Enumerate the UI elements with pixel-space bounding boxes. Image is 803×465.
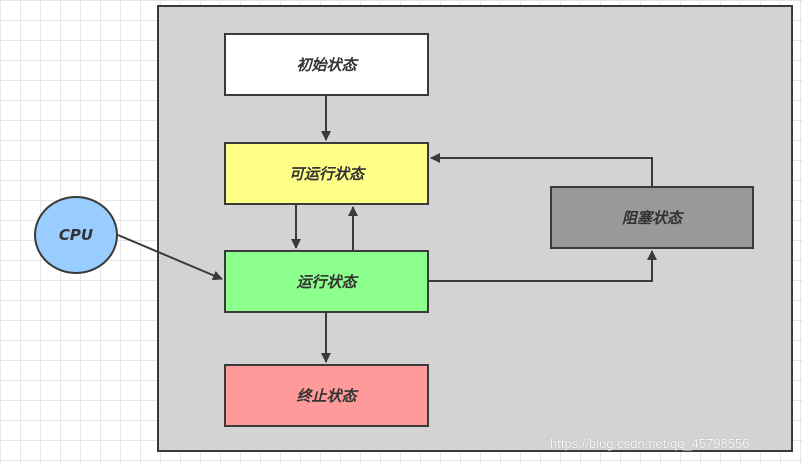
node-initial-state: 初始状态 xyxy=(224,33,429,96)
node-initial-label: 初始状态 xyxy=(296,56,357,74)
node-blocked-label: 阻塞状态 xyxy=(621,209,682,227)
watermark-url: https://blog.csdn.net/qq_45798556 xyxy=(550,436,750,451)
node-runnable-label: 可运行状态 xyxy=(288,165,364,183)
cpu-circle: CPU xyxy=(34,196,118,274)
node-runnable-state: 可运行状态 xyxy=(224,142,429,205)
node-terminated-state: 终止状态 xyxy=(224,364,429,427)
node-blocked-state: 阻塞状态 xyxy=(550,186,754,249)
node-terminated-label: 终止状态 xyxy=(296,387,357,405)
node-running-state: 运行状态 xyxy=(224,250,429,313)
cpu-label: CPU xyxy=(58,226,94,244)
node-running-label: 运行状态 xyxy=(296,273,357,291)
